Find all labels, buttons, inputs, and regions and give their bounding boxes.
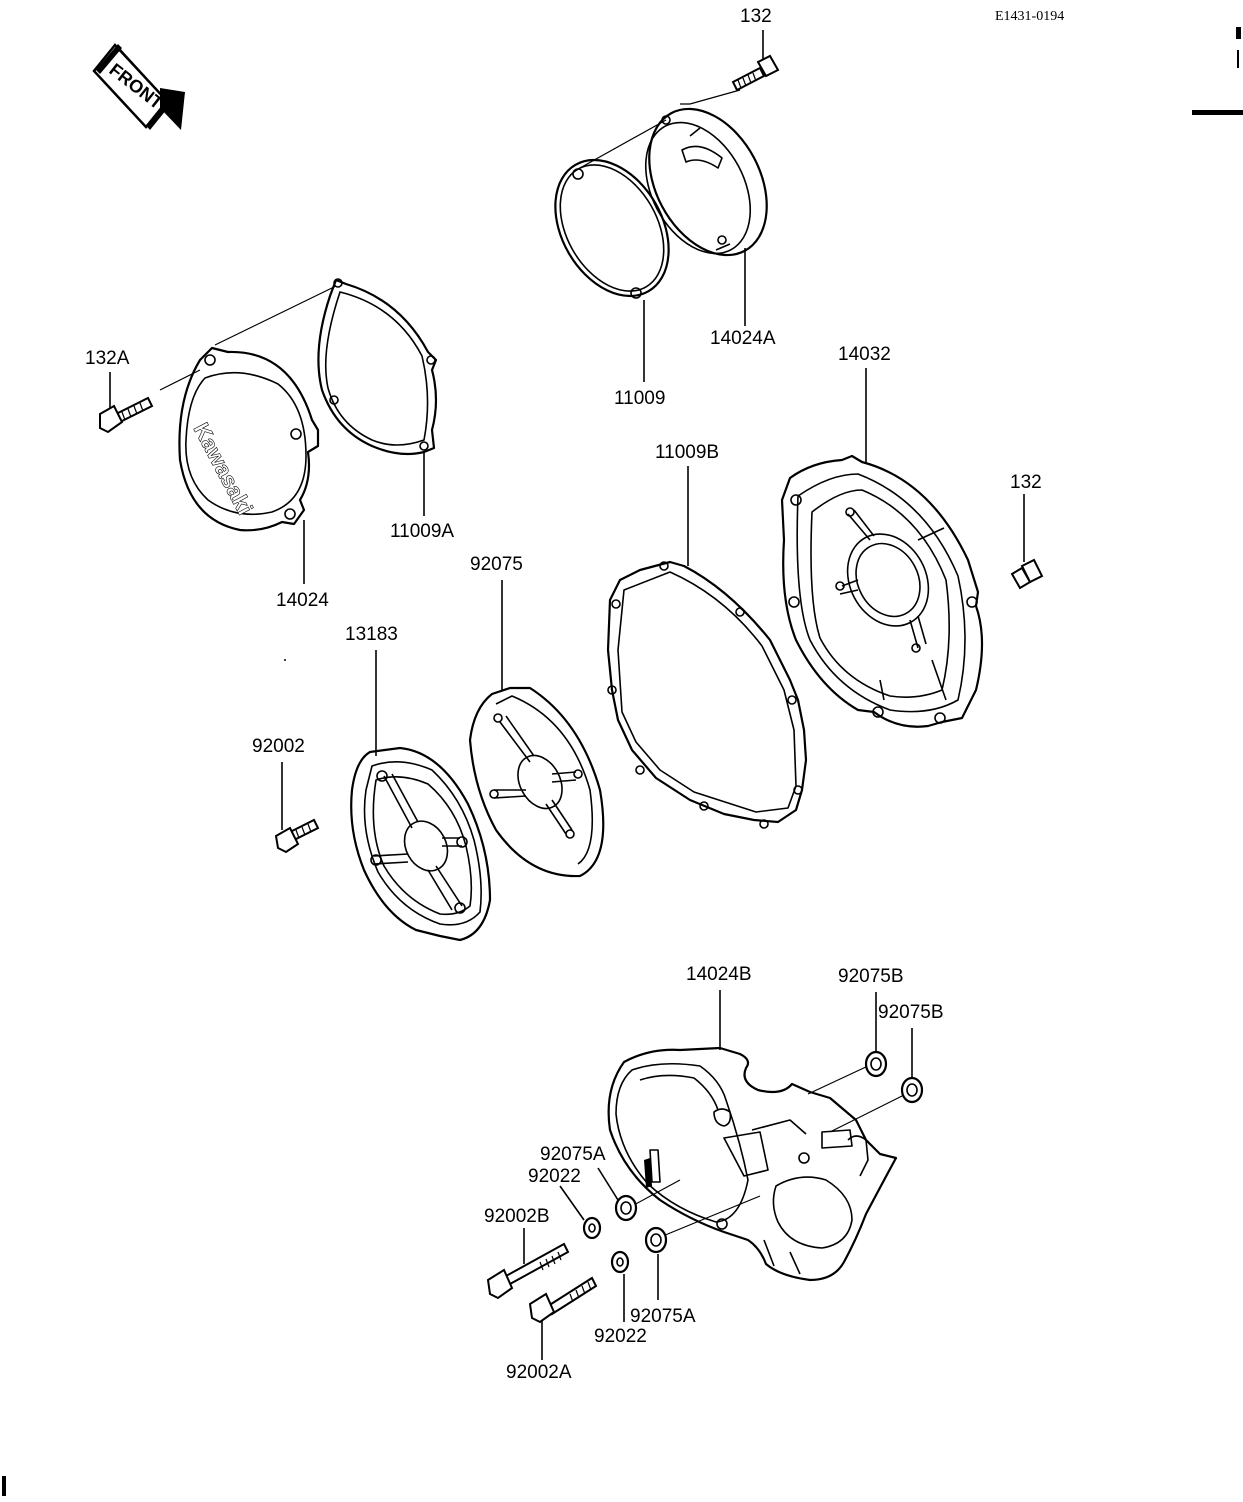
label-132-top: 132 xyxy=(740,6,772,27)
bolt-92002A xyxy=(528,1276,598,1324)
cover-14024: Kawasaki xyxy=(178,346,320,532)
label-92002A: 92002A xyxy=(506,1362,572,1383)
label-92075: 92075 xyxy=(470,554,523,575)
cover-14032 xyxy=(780,454,984,728)
guide-line-92075B-2 xyxy=(829,1091,911,1133)
label-92075B-1: 92075B xyxy=(838,966,904,987)
bushing-92075A-2 xyxy=(644,1226,668,1254)
guide-line-92075B-1 xyxy=(807,1065,869,1095)
label-92075B-2: 92075B xyxy=(878,1002,944,1023)
label-11009: 11009 xyxy=(614,388,665,409)
label-92002: 92002 xyxy=(252,736,305,757)
bolt-132-right xyxy=(1010,558,1044,590)
stray-dot xyxy=(284,659,286,661)
label-14024: 14024 xyxy=(276,590,329,611)
label-14032: 14032 xyxy=(838,344,891,365)
label-14024A: 14024A xyxy=(710,328,776,349)
gasket-11009A xyxy=(317,278,438,456)
label-132-right: 132 xyxy=(1010,472,1042,493)
label-11009A: 11009A xyxy=(390,521,454,542)
bolt-92002 xyxy=(274,818,320,854)
bolt-92002B xyxy=(486,1242,570,1300)
label-92022-1: 92022 xyxy=(528,1166,581,1187)
bolt-132-top xyxy=(731,54,780,92)
gasket-11009B xyxy=(606,560,808,829)
bolt-132A xyxy=(99,396,154,434)
leader-92075A-1 xyxy=(597,1167,619,1201)
bushing-92075B-2 xyxy=(900,1076,924,1104)
label-92075A-1: 92075A xyxy=(540,1144,606,1165)
washer-92022-1 xyxy=(582,1216,602,1240)
bushing-92075A-1 xyxy=(614,1194,638,1222)
cover-14024B xyxy=(607,1046,898,1282)
guide-line-92075A-1 xyxy=(631,1179,681,1207)
washer-92022-2 xyxy=(610,1250,630,1274)
label-11009B: 11009B xyxy=(655,442,719,463)
guide-line-14024-1 xyxy=(214,285,337,346)
label-92075A-2: 92075A xyxy=(630,1306,696,1327)
plate-92075 xyxy=(468,686,605,878)
label-92002B: 92002B xyxy=(484,1206,550,1227)
label-92022-2: 92022 xyxy=(594,1326,647,1347)
gasket-11009 xyxy=(554,158,670,299)
bushing-92075B-1 xyxy=(864,1050,888,1078)
label-13183: 13183 xyxy=(345,624,398,645)
diagram-code: E1431-0194 xyxy=(995,9,1064,24)
label-132A: 132A xyxy=(85,348,130,369)
guide-line-92075A-2 xyxy=(657,1195,761,1239)
label-14024B: 14024B xyxy=(686,964,752,985)
leader-92022-1 xyxy=(559,1185,585,1221)
front-arrow-icon: FRONT xyxy=(92,43,185,130)
guide-line-14024A-1 xyxy=(680,89,741,105)
guide-line-132A xyxy=(159,369,201,391)
page-edge-marks xyxy=(2,27,1243,1496)
plate-13183 xyxy=(350,746,492,942)
cover-14024A xyxy=(644,107,768,257)
